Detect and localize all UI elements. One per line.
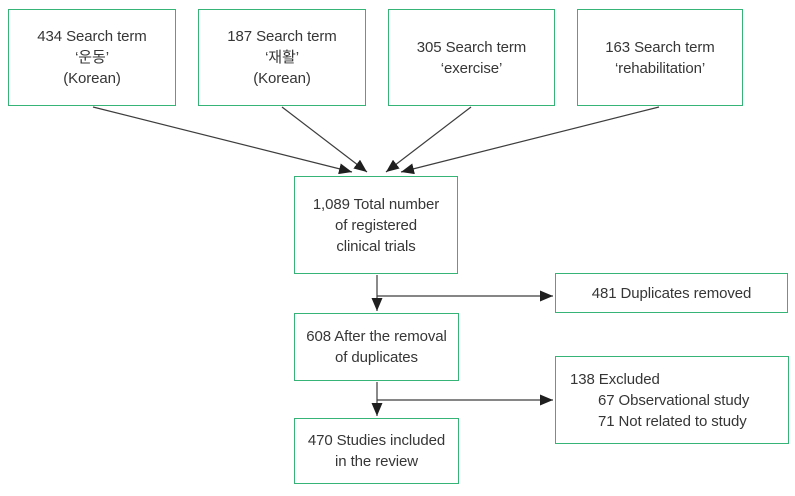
box-line: 305 Search term [416, 38, 527, 56]
box-line: clinical trials [336, 237, 416, 255]
box-line: 608 After the removal [306, 328, 447, 345]
arrow-search1-to-total [92, 106, 353, 175]
arrow-search2-to-total [281, 106, 368, 173]
box-line: of registered [334, 216, 418, 234]
box-line: in the review [335, 453, 418, 470]
box-line: 163 Search term [605, 38, 715, 56]
box-studies-included: 470 Studies included in the review [294, 418, 459, 484]
arrow-search3-to-total [385, 106, 472, 173]
box-line: 71 Not related to study [598, 412, 747, 430]
box-line: ‘rehabilitation’ [614, 59, 706, 77]
box-search-term-korean-2: 187 Search term ‘재활’ (Korean) [198, 9, 366, 106]
box-search-term-rehabilitation: 163 Search term ‘rehabilitation’ [577, 9, 743, 106]
box-line: 138 Excluded [570, 370, 660, 388]
box-line: 187 Search term [227, 28, 337, 45]
box-line: ‘운동’ [75, 49, 109, 66]
box-excluded-studies: 138 Excluded 67 Observational study 71 N… [555, 356, 789, 444]
box-line: 470 Studies included [307, 432, 446, 449]
box-total-registered-trials: 1,089 Total number of registered clinica… [294, 176, 458, 274]
box-line: ‘재활’ [265, 49, 299, 66]
arrow-search4-to-total [400, 106, 660, 175]
box-line: (Korean) [253, 70, 311, 87]
box-line: 481 Duplicates removed [591, 284, 752, 302]
box-duplicates-removed: 481 Duplicates removed [555, 273, 788, 313]
box-line: (Korean) [63, 70, 121, 87]
box-line: ‘exercise’ [440, 59, 503, 77]
box-search-term-korean-1: 434 Search term ‘운동’ (Korean) [8, 9, 176, 106]
box-line: of duplicates [335, 349, 418, 366]
box-line: 1,089 Total number [312, 195, 440, 213]
box-search-term-exercise: 305 Search term ‘exercise’ [388, 9, 555, 106]
box-line: 67 Observational study [598, 391, 750, 409]
box-after-duplicate-removal: 608 After the removal of duplicates [294, 313, 459, 381]
box-line: 434 Search term [37, 28, 147, 45]
